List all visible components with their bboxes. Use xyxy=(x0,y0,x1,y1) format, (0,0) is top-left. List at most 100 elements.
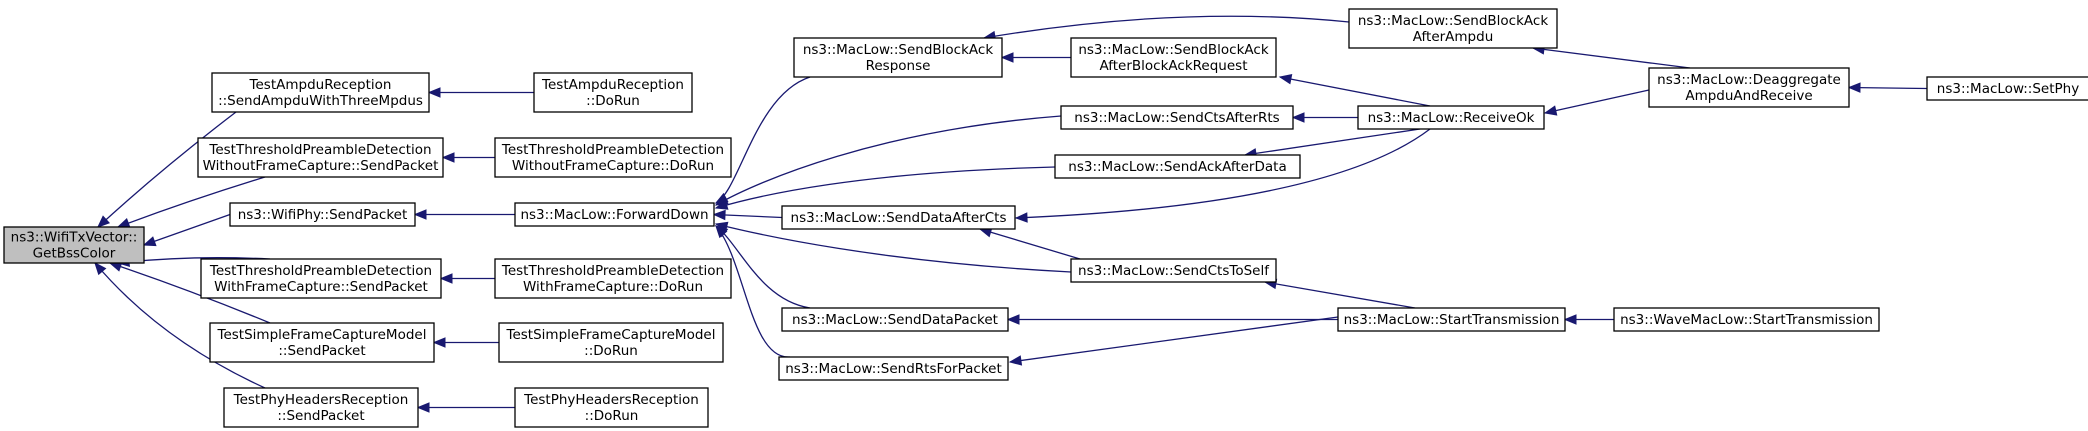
node-box xyxy=(1337,307,1566,332)
node-ml_sdata_cts[interactable]: ns3::MacLow::SendDataAfterCts xyxy=(781,205,1016,230)
arrowhead-icon xyxy=(1008,355,1023,366)
node-label-line: ::SendPacket xyxy=(278,343,365,359)
node-ttpd_wo_run[interactable]: TestThresholdPreambleDetectionWithoutFra… xyxy=(494,137,732,178)
edge-line xyxy=(715,166,1056,209)
arrowhead-icon xyxy=(432,337,446,348)
edge-line xyxy=(715,225,791,358)
nodes-layer: ns3::WifiTxVector::GetBssColor TestAmpduR… xyxy=(3,8,2088,428)
arrowhead-icon xyxy=(1000,52,1014,63)
node-box xyxy=(229,202,416,227)
edge-ml_srts_pkt-to-ml_forward xyxy=(715,224,791,358)
node-label-line: ns3::MacLow::StartTransmission xyxy=(1344,312,1560,328)
node-label-line: ns3::MacLow::SendBlockAck xyxy=(1358,13,1548,29)
node-box xyxy=(781,307,1009,332)
node-tsfcm_run[interactable]: TestSimpleFrameCaptureModel::DoRun xyxy=(498,322,724,363)
node-tphr_send[interactable]: TestPhyHeadersReception::SendPacket xyxy=(223,387,419,428)
edge-ml_setphy-to-ml_deagg xyxy=(1847,82,1928,93)
node-label-line: ::SendAmpduWithThreeMpdus xyxy=(218,93,423,109)
node-box xyxy=(200,258,442,299)
node-label-line: GetBssColor xyxy=(33,246,116,262)
node-tar_send[interactable]: TestAmpduReception::SendAmpduWithThreeMp… xyxy=(211,72,430,113)
node-box xyxy=(494,137,732,178)
edge-line xyxy=(143,213,231,246)
edge-tphr_send-to-root xyxy=(94,261,266,389)
edge-line xyxy=(715,223,1072,273)
edge-ml_start_tx-to-ml_scts_self xyxy=(1263,278,1416,309)
node-label-line: WithoutFrameCapture::DoRun xyxy=(512,158,714,174)
node-label-line: ns3::MacLow::SendBlockAck xyxy=(803,42,993,58)
node-tsfcm_send[interactable]: TestSimpleFrameCaptureModel::SendPacket xyxy=(209,322,435,363)
node-ml_scts_rts[interactable]: ns3::MacLow::SendCtsAfterRts xyxy=(1060,105,1294,130)
arrowhead-icon xyxy=(441,152,455,163)
node-label-line: ns3::MacLow::Deaggregate xyxy=(1657,72,1841,88)
node-tar_run[interactable]: TestAmpduReception::DoRun xyxy=(533,72,693,113)
node-label-line: ns3::MacLow::SendDataPacket xyxy=(792,312,998,328)
node-wml_start_tx[interactable]: ns3::WaveMacLow::StartTransmission xyxy=(1613,307,1880,332)
edge-line xyxy=(1244,128,1421,156)
node-box xyxy=(211,72,430,113)
edge-line xyxy=(1279,76,1431,107)
node-ml_setphy[interactable]: ns3::MacLow::SetPhy xyxy=(1926,76,2088,101)
node-box xyxy=(1054,154,1301,179)
node-box xyxy=(1348,8,1558,49)
node-ml_start_tx[interactable]: ns3::MacLow::StartTransmission xyxy=(1337,307,1566,332)
node-ml_scts_self[interactable]: ns3::MacLow::SendCtsToSelf xyxy=(1070,258,1277,283)
node-ttpd_wo_send[interactable]: TestThresholdPreambleDetectionWithoutFra… xyxy=(197,137,444,178)
node-root[interactable]: ns3::WifiTxVector::GetBssColor xyxy=(3,226,145,264)
node-label-line: TestPhyHeadersReception xyxy=(523,392,699,408)
node-label-line: ns3::WaveMacLow::StartTransmission xyxy=(1620,312,1873,328)
node-ml_recvok[interactable]: ns3::MacLow::ReceiveOk xyxy=(1357,105,1545,130)
arrowhead-icon xyxy=(439,273,453,284)
arrowhead-icon xyxy=(715,224,728,239)
arrowhead-icon xyxy=(116,218,131,228)
arrowhead-icon xyxy=(1847,82,1861,93)
arrowhead-icon xyxy=(1543,105,1558,116)
node-label-line: ::DoRun xyxy=(584,343,638,359)
node-tphr_run[interactable]: TestPhyHeadersReception::DoRun xyxy=(514,387,709,428)
node-ml_srts_pkt[interactable]: ns3::MacLow::SendRtsForPacket xyxy=(778,356,1009,381)
edge-ml_sdata_cts-to-ml_forward xyxy=(712,209,783,221)
node-ttpd_w_send[interactable]: TestThresholdPreambleDetectionWithFrameC… xyxy=(200,258,442,299)
node-label-line: AmpduAndReceive xyxy=(1685,88,1812,104)
node-label-line: ns3::MacLow::SendDataAfterCts xyxy=(791,210,1007,226)
node-label-line: TestAmpduReception xyxy=(249,77,392,93)
edge-ml_deagg-to-ml_recvok xyxy=(1543,89,1650,116)
edge-ml_recvok-to-ml_sdata_cts xyxy=(1014,128,1431,223)
edge-line xyxy=(117,176,266,228)
edge-ml_sack_data-to-ml_forward xyxy=(714,166,1056,210)
node-ml_forward[interactable]: ns3::MacLow::ForwardDown xyxy=(514,202,715,227)
node-box xyxy=(1648,67,1850,108)
arrowhead-icon xyxy=(1014,212,1028,223)
node-label-line: ::DoRun xyxy=(586,93,640,109)
node-ml_sdata_pkt[interactable]: ns3::MacLow::SendDataPacket xyxy=(781,307,1009,332)
arrowhead-icon xyxy=(1006,314,1020,325)
node-wifiphy_send[interactable]: ns3::WifiPhy::SendPacket xyxy=(229,202,416,227)
arrowhead-icon xyxy=(1291,112,1305,123)
node-label-line: WithFrameCapture::SendPacket xyxy=(214,279,428,295)
node-box xyxy=(533,72,693,113)
node-ttpd_w_run[interactable]: TestThresholdPreambleDetectionWithFrameC… xyxy=(494,258,732,299)
node-box xyxy=(1613,307,1880,332)
node-box xyxy=(781,205,1016,230)
node-label-line: TestAmpduReception xyxy=(541,77,684,93)
node-label-line: ns3::MacLow::ForwardDown xyxy=(520,207,708,223)
arrowhead-icon xyxy=(1278,74,1293,85)
arrowhead-icon xyxy=(97,215,111,228)
node-ml_sack_data[interactable]: ns3::MacLow::SendAckAfterData xyxy=(1054,154,1301,179)
node-box xyxy=(793,37,1003,78)
node-label-line: ns3::MacLow::ReceiveOk xyxy=(1368,110,1535,126)
node-box xyxy=(1070,37,1277,78)
edge-line xyxy=(715,115,1062,206)
node-label-line: WithFrameCapture::DoRun xyxy=(523,279,703,295)
node-label-line: TestSimpleFrameCaptureModel xyxy=(506,327,716,343)
node-box xyxy=(1926,76,2088,101)
edge-ml_start_tx-to-ml_srts_pkt xyxy=(1008,316,1339,366)
node-ml_sba_abar[interactable]: ns3::MacLow::SendBlockAckAfterBlockAckRe… xyxy=(1070,37,1277,78)
edge-line xyxy=(979,228,1081,260)
node-label-line: AfterBlockAckRequest xyxy=(1099,58,1247,74)
node-box xyxy=(197,137,444,178)
node-label-line: ns3::MacLow::SendCtsAfterRts xyxy=(1074,110,1279,126)
